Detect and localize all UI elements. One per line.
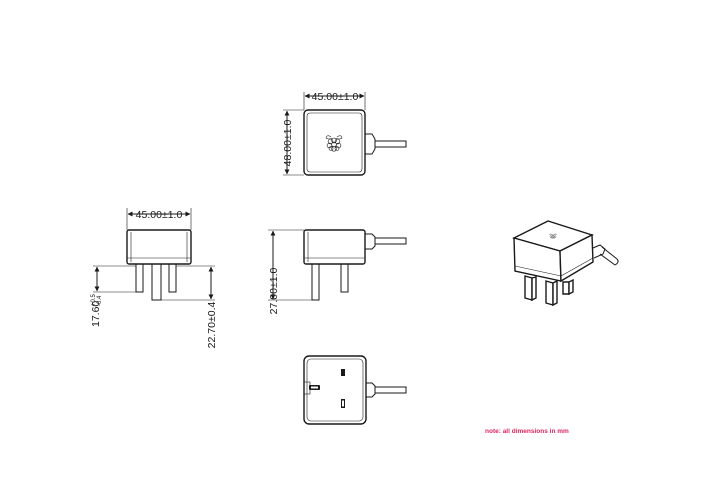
front-pin-span-label: 22.70±0.4 xyxy=(206,302,218,349)
isometric-pin-2 xyxy=(545,280,554,306)
front-view: 45.00±1.0 17.60 +0.5 -0.4 22.70±0.4 xyxy=(90,208,218,348)
side-height-label: 27.00±1.0 xyxy=(268,268,280,315)
side-view-body xyxy=(303,229,366,265)
front-pin-length-label: 17.60 xyxy=(90,301,102,327)
front-pin-length-tol-minus: -0.4 xyxy=(97,295,103,306)
side-pin-front xyxy=(311,263,320,301)
top-view-body xyxy=(303,109,366,176)
dimensions-note: note: all dimensions in mm xyxy=(485,428,569,435)
isometric-pin-1 xyxy=(524,275,533,301)
bottom-view xyxy=(303,355,407,425)
top-view-cable xyxy=(374,140,407,148)
side-view-cable-relief xyxy=(365,233,376,250)
side-view-cable xyxy=(374,237,407,245)
front-pin-left xyxy=(135,263,144,293)
isometric-cable xyxy=(599,246,618,266)
front-pin-length-tol-plus: +0.5 xyxy=(91,293,97,306)
isometric-pin-3 xyxy=(562,281,570,295)
bottom-view-cable xyxy=(374,386,407,394)
front-pin-right xyxy=(168,263,177,293)
front-pin-center xyxy=(151,263,162,301)
front-view-body xyxy=(126,229,192,265)
top-view-cable-relief xyxy=(365,133,376,155)
top-width-label: 45.00±1.0 xyxy=(312,91,359,103)
top-view: 45.00±1.0 48.00±1.0 xyxy=(282,91,407,176)
front-width-label: 45.00±1.0 xyxy=(136,209,183,221)
isometric-view xyxy=(512,220,619,307)
side-pin-rear xyxy=(340,263,349,293)
bottom-pin-live xyxy=(341,369,345,376)
bottom-view-cable-relief xyxy=(366,382,376,398)
side-view: 27.00±1.0 xyxy=(268,229,407,315)
top-height-label: 48.00±1.0 xyxy=(282,120,294,167)
